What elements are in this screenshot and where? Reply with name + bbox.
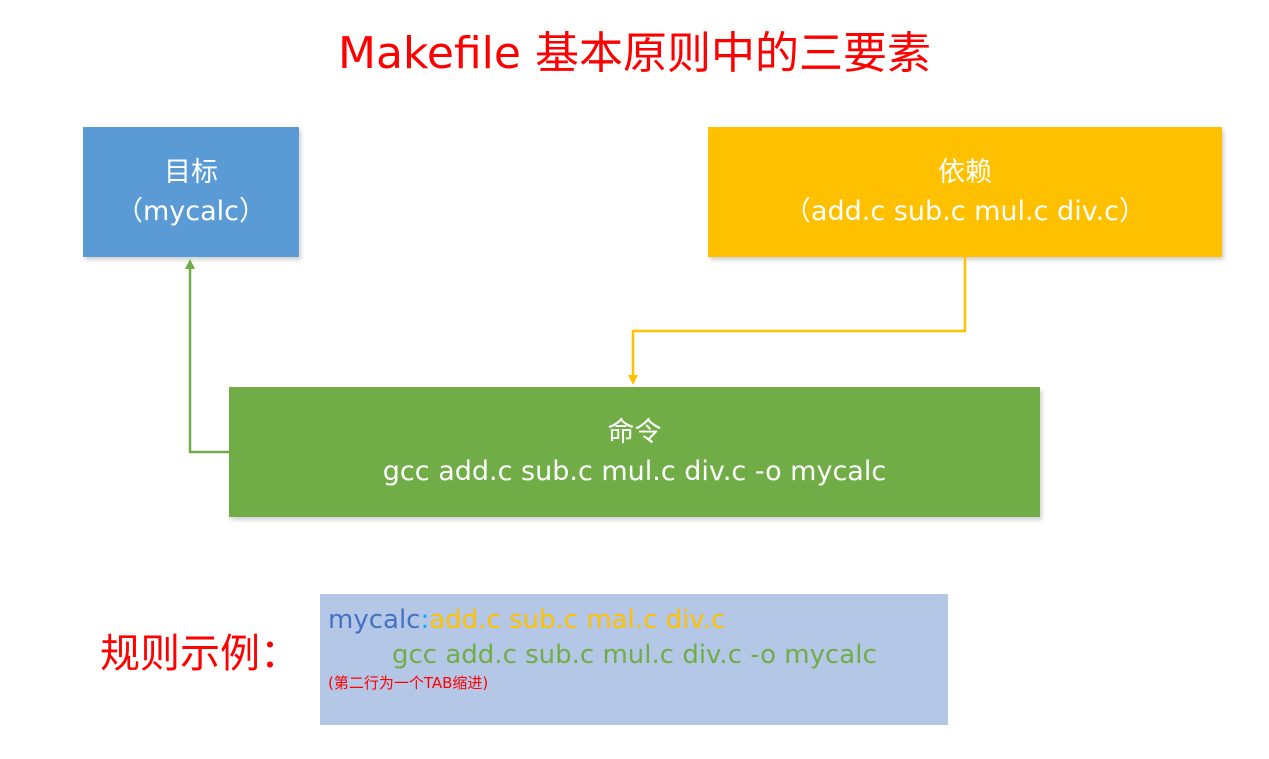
example-rule-line: mycalc:add.c sub.c mal.c div.c (328, 604, 948, 637)
dependencies-detail: （add.c sub.c mul.c div.c） (783, 196, 1147, 227)
example-label: 规则示例： (100, 631, 300, 677)
example-command-line: gcc add.c sub.c mul.c div.c -o mycalc (392, 639, 877, 670)
example-code-box: mycalc:add.c sub.c mal.c div.c gcc add.c… (320, 594, 948, 725)
dependencies-node: 依赖 （add.c sub.c mul.c div.c） (708, 127, 1222, 257)
target-node: 目标 （mycalc） (83, 127, 299, 257)
example-note: (第二行为一个TAB缩进) (328, 674, 489, 693)
example-target-text: mycalc (328, 605, 421, 635)
target-label: 目标 (164, 156, 218, 188)
dependencies-label: 依赖 (938, 156, 992, 188)
example-deps-text: add.c sub.c mal.c div.c (429, 605, 726, 635)
target-detail: （mycalc） (115, 196, 267, 227)
command-label: 命令 (607, 416, 662, 448)
command-to-target-connector (185, 259, 229, 454)
example-colon: : (420, 605, 430, 635)
command-detail: gcc add.c sub.c mul.c div.c -o mycalc (382, 456, 887, 487)
command-node: 命令 gcc add.c sub.c mul.c div.c -o mycalc (229, 387, 1040, 517)
page-title: Makefile 基本原则中的三要素 (338, 28, 931, 79)
deps-to-command-connector (628, 257, 967, 385)
